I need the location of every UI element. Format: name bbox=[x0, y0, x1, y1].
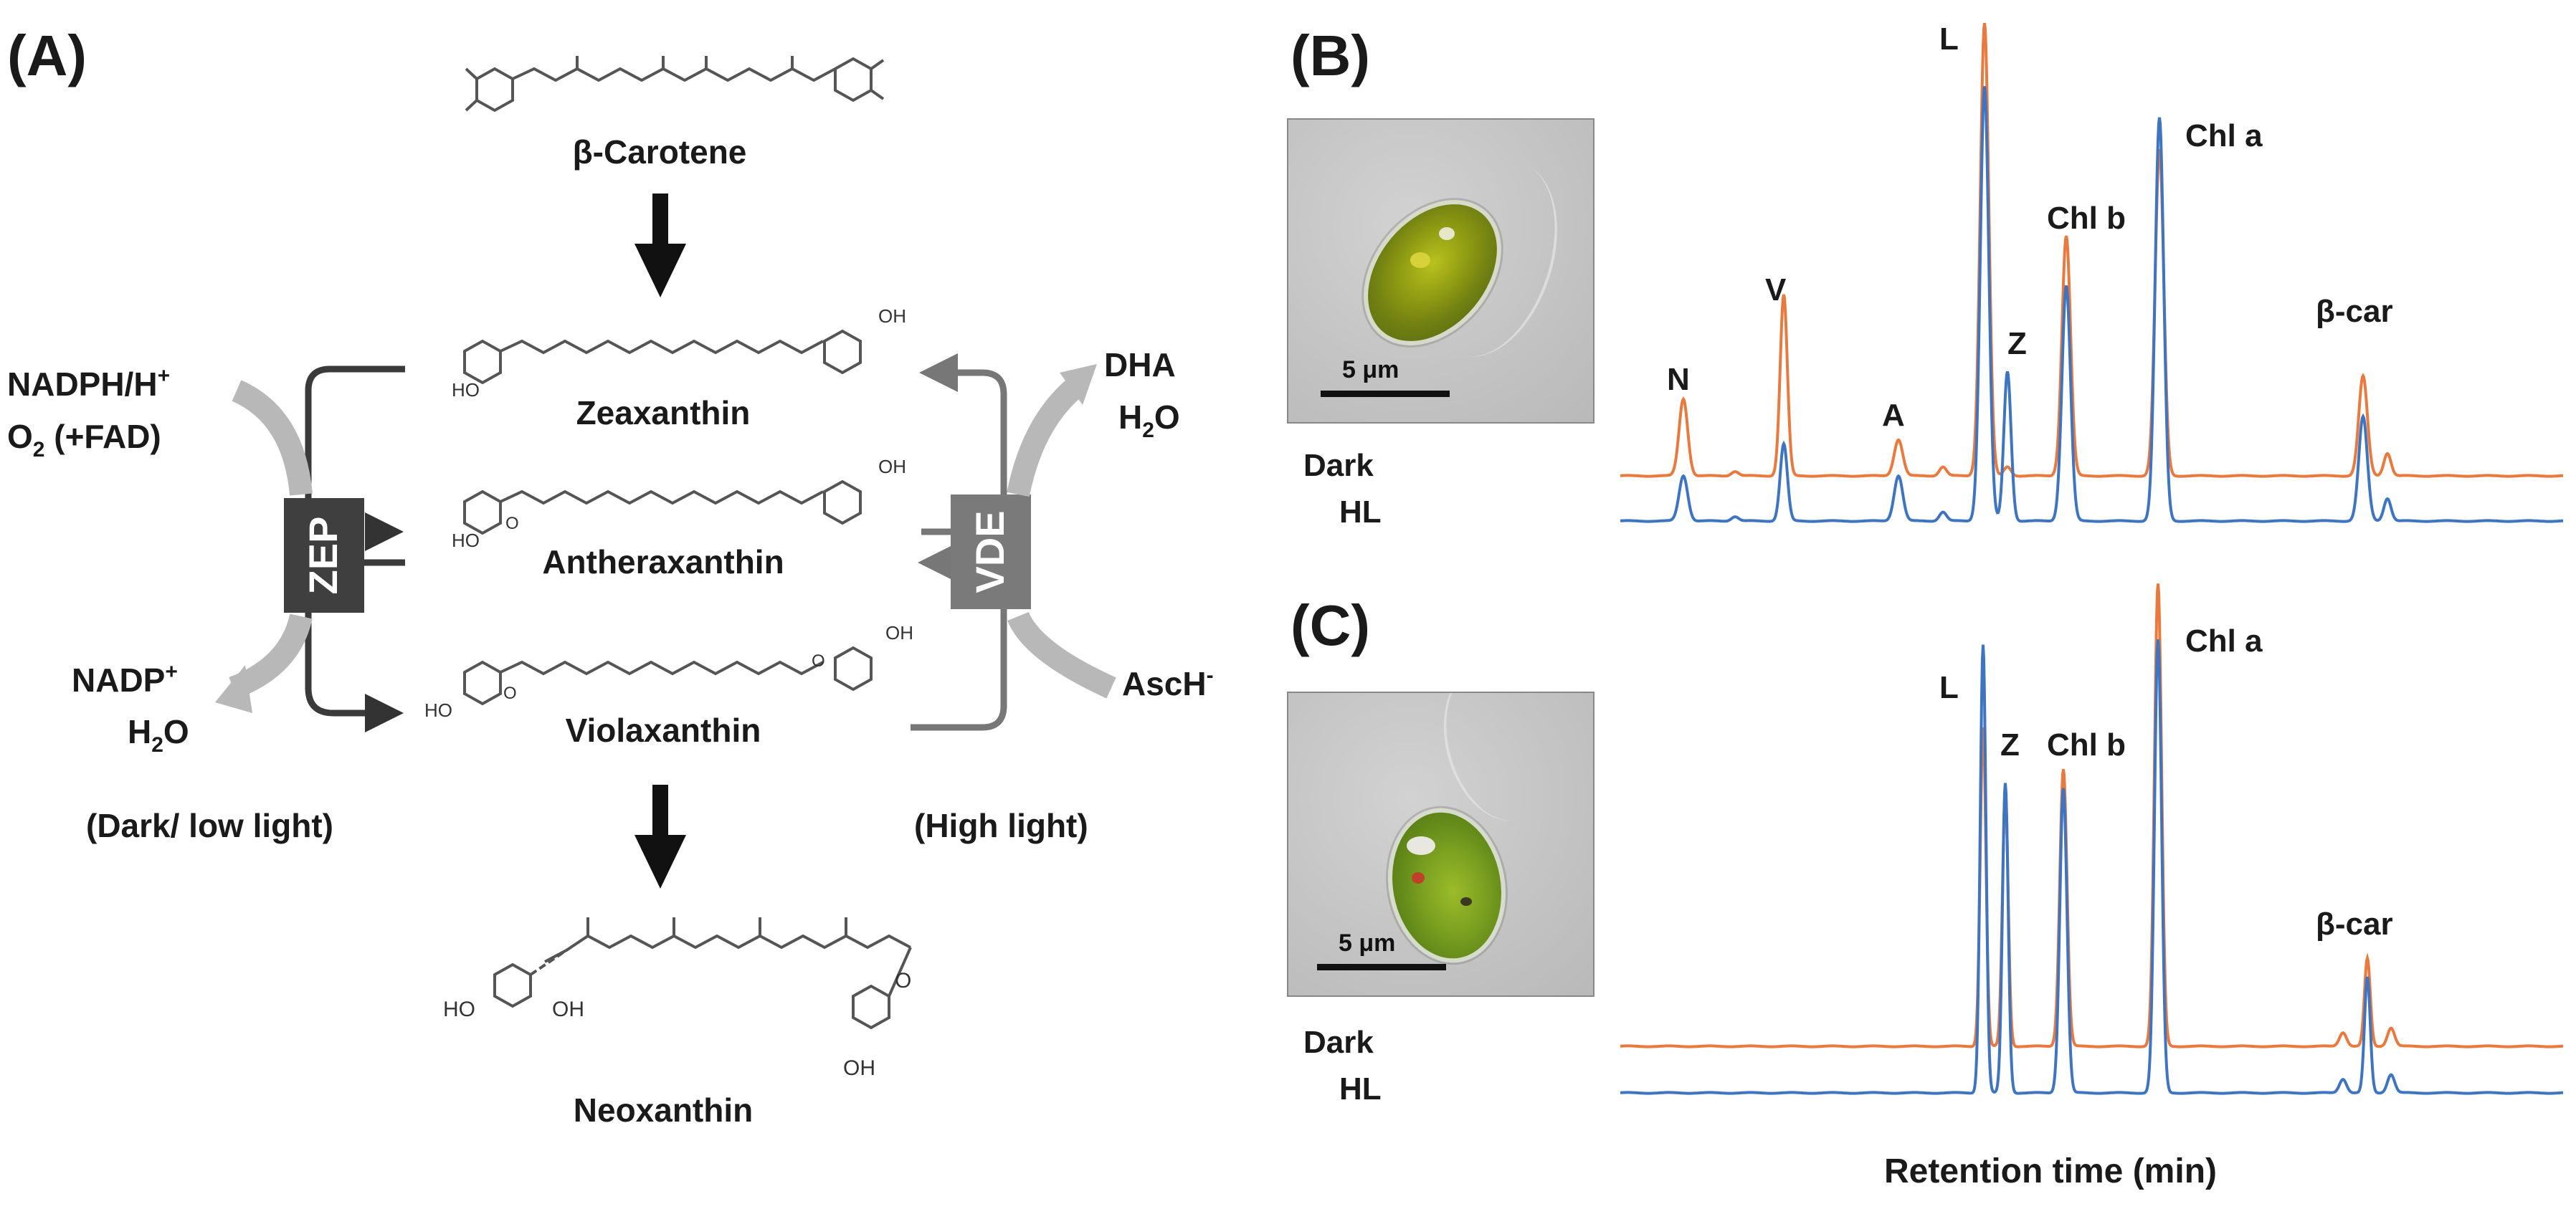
peak-label-v: V bbox=[1765, 272, 1787, 307]
antheraxanthin-epoxide-label: O bbox=[505, 514, 519, 533]
cell-granule bbox=[1439, 227, 1455, 240]
beta-carotene-structure bbox=[465, 56, 885, 113]
trace-hl bbox=[1620, 86, 2563, 523]
trace-dark bbox=[1620, 583, 2563, 1048]
neoxanthin-label: Neoxanthin bbox=[574, 1091, 753, 1129]
x-axis-label: Retention time (min) bbox=[1884, 1152, 2217, 1190]
series-label-hl-c: HL bbox=[1339, 1071, 1382, 1107]
peak-label-bcar: β-car bbox=[2316, 907, 2393, 942]
violaxanthin-label: Violaxanthin bbox=[566, 712, 761, 749]
beta-carotene-label: β-Carotene bbox=[573, 133, 747, 171]
vde-label: VDE bbox=[967, 510, 1012, 593]
zep-output-arrowhead bbox=[215, 665, 252, 713]
cell-granule bbox=[1460, 897, 1472, 906]
scale-label: 5 μm bbox=[1342, 356, 1399, 383]
peak-label-l: L bbox=[1939, 21, 1959, 57]
vde-input-label: AscH- bbox=[1122, 664, 1214, 702]
zep-label: ZEP bbox=[300, 517, 346, 595]
series-label-dark-c: Dark bbox=[1303, 1025, 1374, 1060]
pathway-down-arrow-2 bbox=[635, 785, 686, 889]
antheraxanthin-oh-label: OH bbox=[878, 456, 906, 477]
peak-label-chla: Chl a bbox=[2185, 623, 2263, 659]
peak-label-z: Z bbox=[2007, 326, 2027, 361]
violaxanthin-epoxide-label-1: O bbox=[503, 684, 517, 703]
zep-output-line2: H2O bbox=[128, 713, 189, 757]
peak-label-a: A bbox=[1882, 398, 1905, 433]
scale-label: 5 μm bbox=[1339, 930, 1396, 957]
vde-output-arrowhead bbox=[1060, 364, 1097, 405]
peak-label-n: N bbox=[1667, 362, 1690, 397]
trace-dark bbox=[1620, 22, 2563, 478]
peak-label-chla: Chl a bbox=[2185, 118, 2263, 153]
zep-output-line1: NADP+ bbox=[72, 660, 178, 699]
vde-condition: (High light) bbox=[914, 807, 1088, 844]
vde-output-line1: DHA bbox=[1104, 346, 1176, 383]
chromatogram-b bbox=[1620, 22, 2563, 523]
zeaxanthin-structure bbox=[463, 329, 862, 385]
cell-granule bbox=[1407, 836, 1435, 855]
zep-input-arrow bbox=[232, 380, 313, 496]
zeaxanthin-oh-label: OH bbox=[878, 305, 906, 327]
chromatogram-c bbox=[1620, 583, 2563, 1095]
peak-label-chlb: Chl b bbox=[2047, 201, 2126, 236]
peak-label-z: Z bbox=[2000, 727, 2020, 763]
zeaxanthin-ho-label: HO bbox=[452, 379, 480, 401]
vde-input-arrow bbox=[1007, 611, 1116, 699]
vde-box bbox=[951, 494, 1031, 609]
pathway-down-arrow-1 bbox=[635, 193, 686, 297]
panel-label-b: (B) bbox=[1291, 24, 1370, 87]
violaxanthin-structure bbox=[463, 646, 873, 706]
cell-granule bbox=[1410, 252, 1430, 268]
zep-input-line1: NADPH/H+ bbox=[7, 364, 170, 403]
zep-condition: (Dark/ low light) bbox=[86, 807, 333, 844]
violaxanthin-epoxide-label-2: O bbox=[812, 651, 825, 671]
peak-label-l: L bbox=[1939, 670, 1959, 705]
zeaxanthin-label: Zeaxanthin bbox=[576, 394, 751, 431]
series-label-hl-b: HL bbox=[1339, 494, 1382, 530]
neoxanthin-oh-label-1: OH bbox=[552, 998, 584, 1021]
vde-output-arrow bbox=[1007, 378, 1083, 497]
zep-input-line2: O2 (+FAD) bbox=[7, 418, 161, 462]
micrograph-b: 5 μm bbox=[1287, 118, 1594, 424]
antheraxanthin-structure bbox=[463, 479, 862, 535]
antheraxanthin-label: Antheraxanthin bbox=[542, 543, 784, 580]
peak-label-bcar: β-car bbox=[2316, 294, 2393, 329]
neoxanthin-epoxide-label: O bbox=[895, 969, 911, 993]
series-label-dark-b: Dark bbox=[1303, 448, 1374, 483]
antheraxanthin-ho-label: HO bbox=[452, 530, 480, 551]
scale-bar bbox=[1317, 964, 1446, 970]
scale-bar bbox=[1321, 391, 1450, 397]
eyespot bbox=[1412, 872, 1425, 884]
micrograph-c: 5 μm bbox=[1287, 692, 1594, 997]
neoxanthin-oh-label-2: OH bbox=[843, 1056, 875, 1080]
zep-box bbox=[284, 498, 364, 613]
panel-label-c: (C) bbox=[1291, 593, 1370, 657]
violaxanthin-oh-label: OH bbox=[885, 622, 913, 644]
vde-output-line2: H2O bbox=[1118, 398, 1180, 442]
violaxanthin-ho-label: HO bbox=[424, 699, 452, 721]
peak-label-chlb: Chl b bbox=[2047, 727, 2126, 763]
trace-hl bbox=[1620, 639, 2563, 1095]
panel-label-a: (A) bbox=[7, 24, 87, 87]
neoxanthin-ho-label: HO bbox=[443, 998, 475, 1021]
neoxanthin-structure bbox=[493, 917, 912, 1030]
